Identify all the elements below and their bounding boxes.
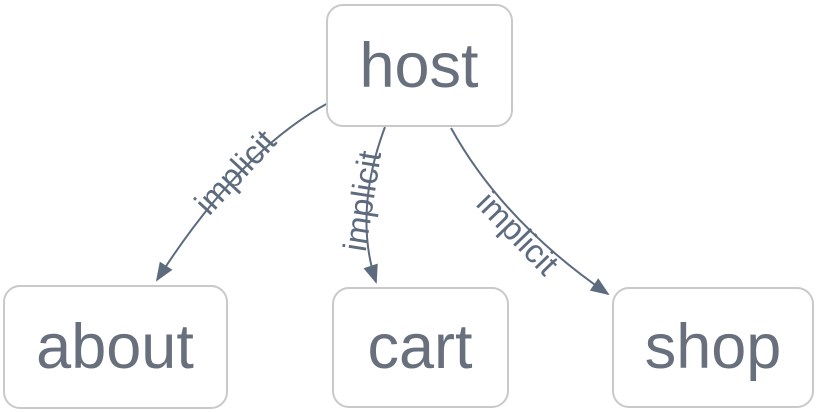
node-label-cart: cart <box>367 312 473 382</box>
node-label-host: host <box>359 31 479 101</box>
node-shop[interactable]: shop <box>612 287 814 408</box>
edge-line-host-cart <box>363 126 386 284</box>
edge-host-shop: implicit <box>450 127 610 296</box>
edge-host-cart: implicit <box>336 126 388 284</box>
node-label-about: about <box>36 312 194 382</box>
edge-label-host-about: implicit <box>187 123 283 222</box>
edge-host-about: implicit <box>155 101 331 282</box>
edge-label-host-shop: implicit <box>470 184 567 282</box>
node-cart[interactable]: cart <box>332 287 509 408</box>
node-label-shop: shop <box>645 312 782 382</box>
edge-label-host-cart: implicit <box>336 148 388 253</box>
node-box-cart[interactable] <box>332 287 509 408</box>
edge-line-host-about <box>155 101 331 282</box>
node-host[interactable]: host <box>326 4 513 127</box>
node-box-shop[interactable] <box>612 287 814 408</box>
node-box-about[interactable] <box>3 285 228 409</box>
edge-line-host-shop <box>450 127 610 296</box>
node-about[interactable]: about <box>3 285 228 409</box>
node-box-host[interactable] <box>326 4 513 127</box>
